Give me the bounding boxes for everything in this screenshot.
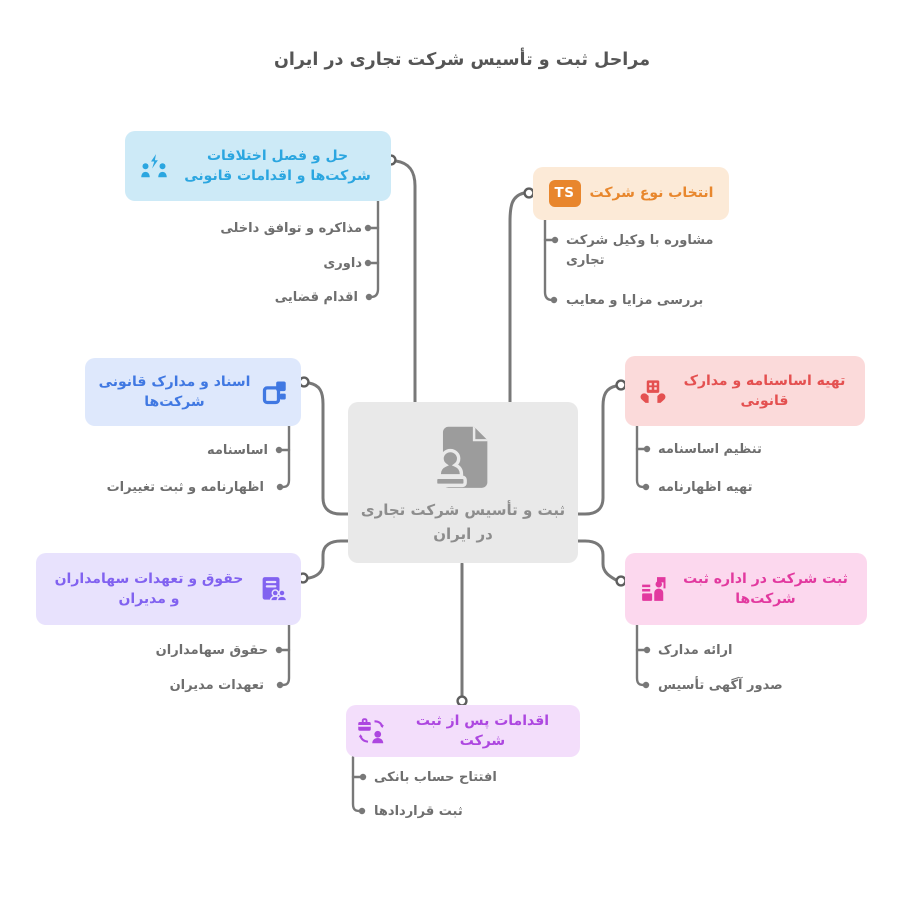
leaf-item: تنظیم اساسنامه	[658, 442, 762, 457]
people-conflict-icon	[139, 151, 169, 181]
wire-shareholder-rights	[307, 539, 350, 580]
branch-charter-preparation: تهیه اساسنامه و مدارک قانونی	[625, 356, 865, 426]
wire-charter	[576, 384, 618, 516]
wire-company-type	[508, 191, 526, 404]
leaf-item: تعهدات مدیران	[169, 678, 264, 693]
wire-office-registration	[576, 539, 618, 582]
ts-badge-text: TS	[548, 180, 581, 207]
branch-label: حقوق و تعهدات سهامداران و مدیران	[54, 570, 244, 607]
branch-label: اقدامات پس از ثبت شرکت	[415, 712, 550, 749]
documents-icon	[261, 378, 289, 406]
branch-company-type: TS انتخاب نوع شرکت	[533, 167, 729, 220]
leaf-item: داوری	[323, 256, 362, 271]
branch-label: تهیه اساسنامه و مدارک قانونی	[683, 372, 846, 409]
leaf-item: حقوق سهامداران	[155, 643, 268, 658]
branch-label: حل و فصل اختلافات شرکت‌ها و اقدامات قانو…	[184, 147, 371, 184]
leaf-item: ثبت قراردادها	[374, 804, 463, 819]
leaf-item: اقدام قضایی	[274, 290, 358, 305]
wire-dispute	[394, 159, 417, 404]
leaf-item: اظهارنامه و ثبت تغییرات	[106, 480, 264, 495]
stamped-document-icon	[426, 420, 500, 494]
central-label-line2: در ایران	[433, 524, 493, 543]
branch-shareholder-rights: حقوق و تعهدات سهامداران و مدیران	[36, 553, 301, 625]
branch-post-registration: اقدامات پس از ثبت شرکت	[346, 705, 580, 757]
leaf-item: صدور آگهی تأسیس	[658, 678, 783, 693]
ts-badge-icon: TS	[548, 180, 581, 207]
briefcase-transfer-icon	[356, 716, 386, 746]
leaf-item: مشاوره با وکیل شرکت تجاری	[566, 233, 714, 269]
branch-label: اسناد و مدارک قانونی شرکت‌ها	[98, 373, 251, 410]
central-node-label: ثبت و تأسیس شرکت تجاری در ایران	[361, 498, 565, 546]
central-node: ثبت و تأسیس شرکت تجاری در ایران	[348, 402, 578, 563]
branch-office-registration: ثبت شرکت در اداره ثبت شرکت‌ها	[625, 553, 867, 625]
leaf-item: تهیه اظهارنامه	[658, 480, 753, 495]
shareholders-doc-icon	[257, 574, 287, 604]
leaf-item: اساسنامه	[206, 443, 268, 458]
registration-desk-icon	[639, 574, 669, 604]
leaf-item: مذاکره و توافق داخلی	[220, 221, 362, 236]
branch-label: انتخاب نوع شرکت	[589, 185, 714, 202]
branch-legal-documents: اسناد و مدارک قانونی شرکت‌ها	[85, 358, 301, 426]
leaf-item: بررسی مزایا و معایب	[566, 293, 704, 308]
central-label-line1: ثبت و تأسیس شرکت تجاری	[360, 500, 566, 519]
hands-building-icon	[638, 376, 668, 406]
branch-dispute-resolution: حل و فصل اختلافات شرکت‌ها و اقدامات قانو…	[125, 131, 391, 201]
leaf-item: افتتاح حساب بانکی	[374, 770, 497, 785]
leaf-item: ارائه مدارک	[658, 643, 733, 658]
diagram-title: مراحل ثبت و تأسیس شرکت تجاری در ایران	[273, 50, 651, 70]
branch-label: ثبت شرکت در اداره ثبت شرکت‌ها	[683, 570, 848, 607]
wire-legal-documents	[307, 381, 350, 516]
